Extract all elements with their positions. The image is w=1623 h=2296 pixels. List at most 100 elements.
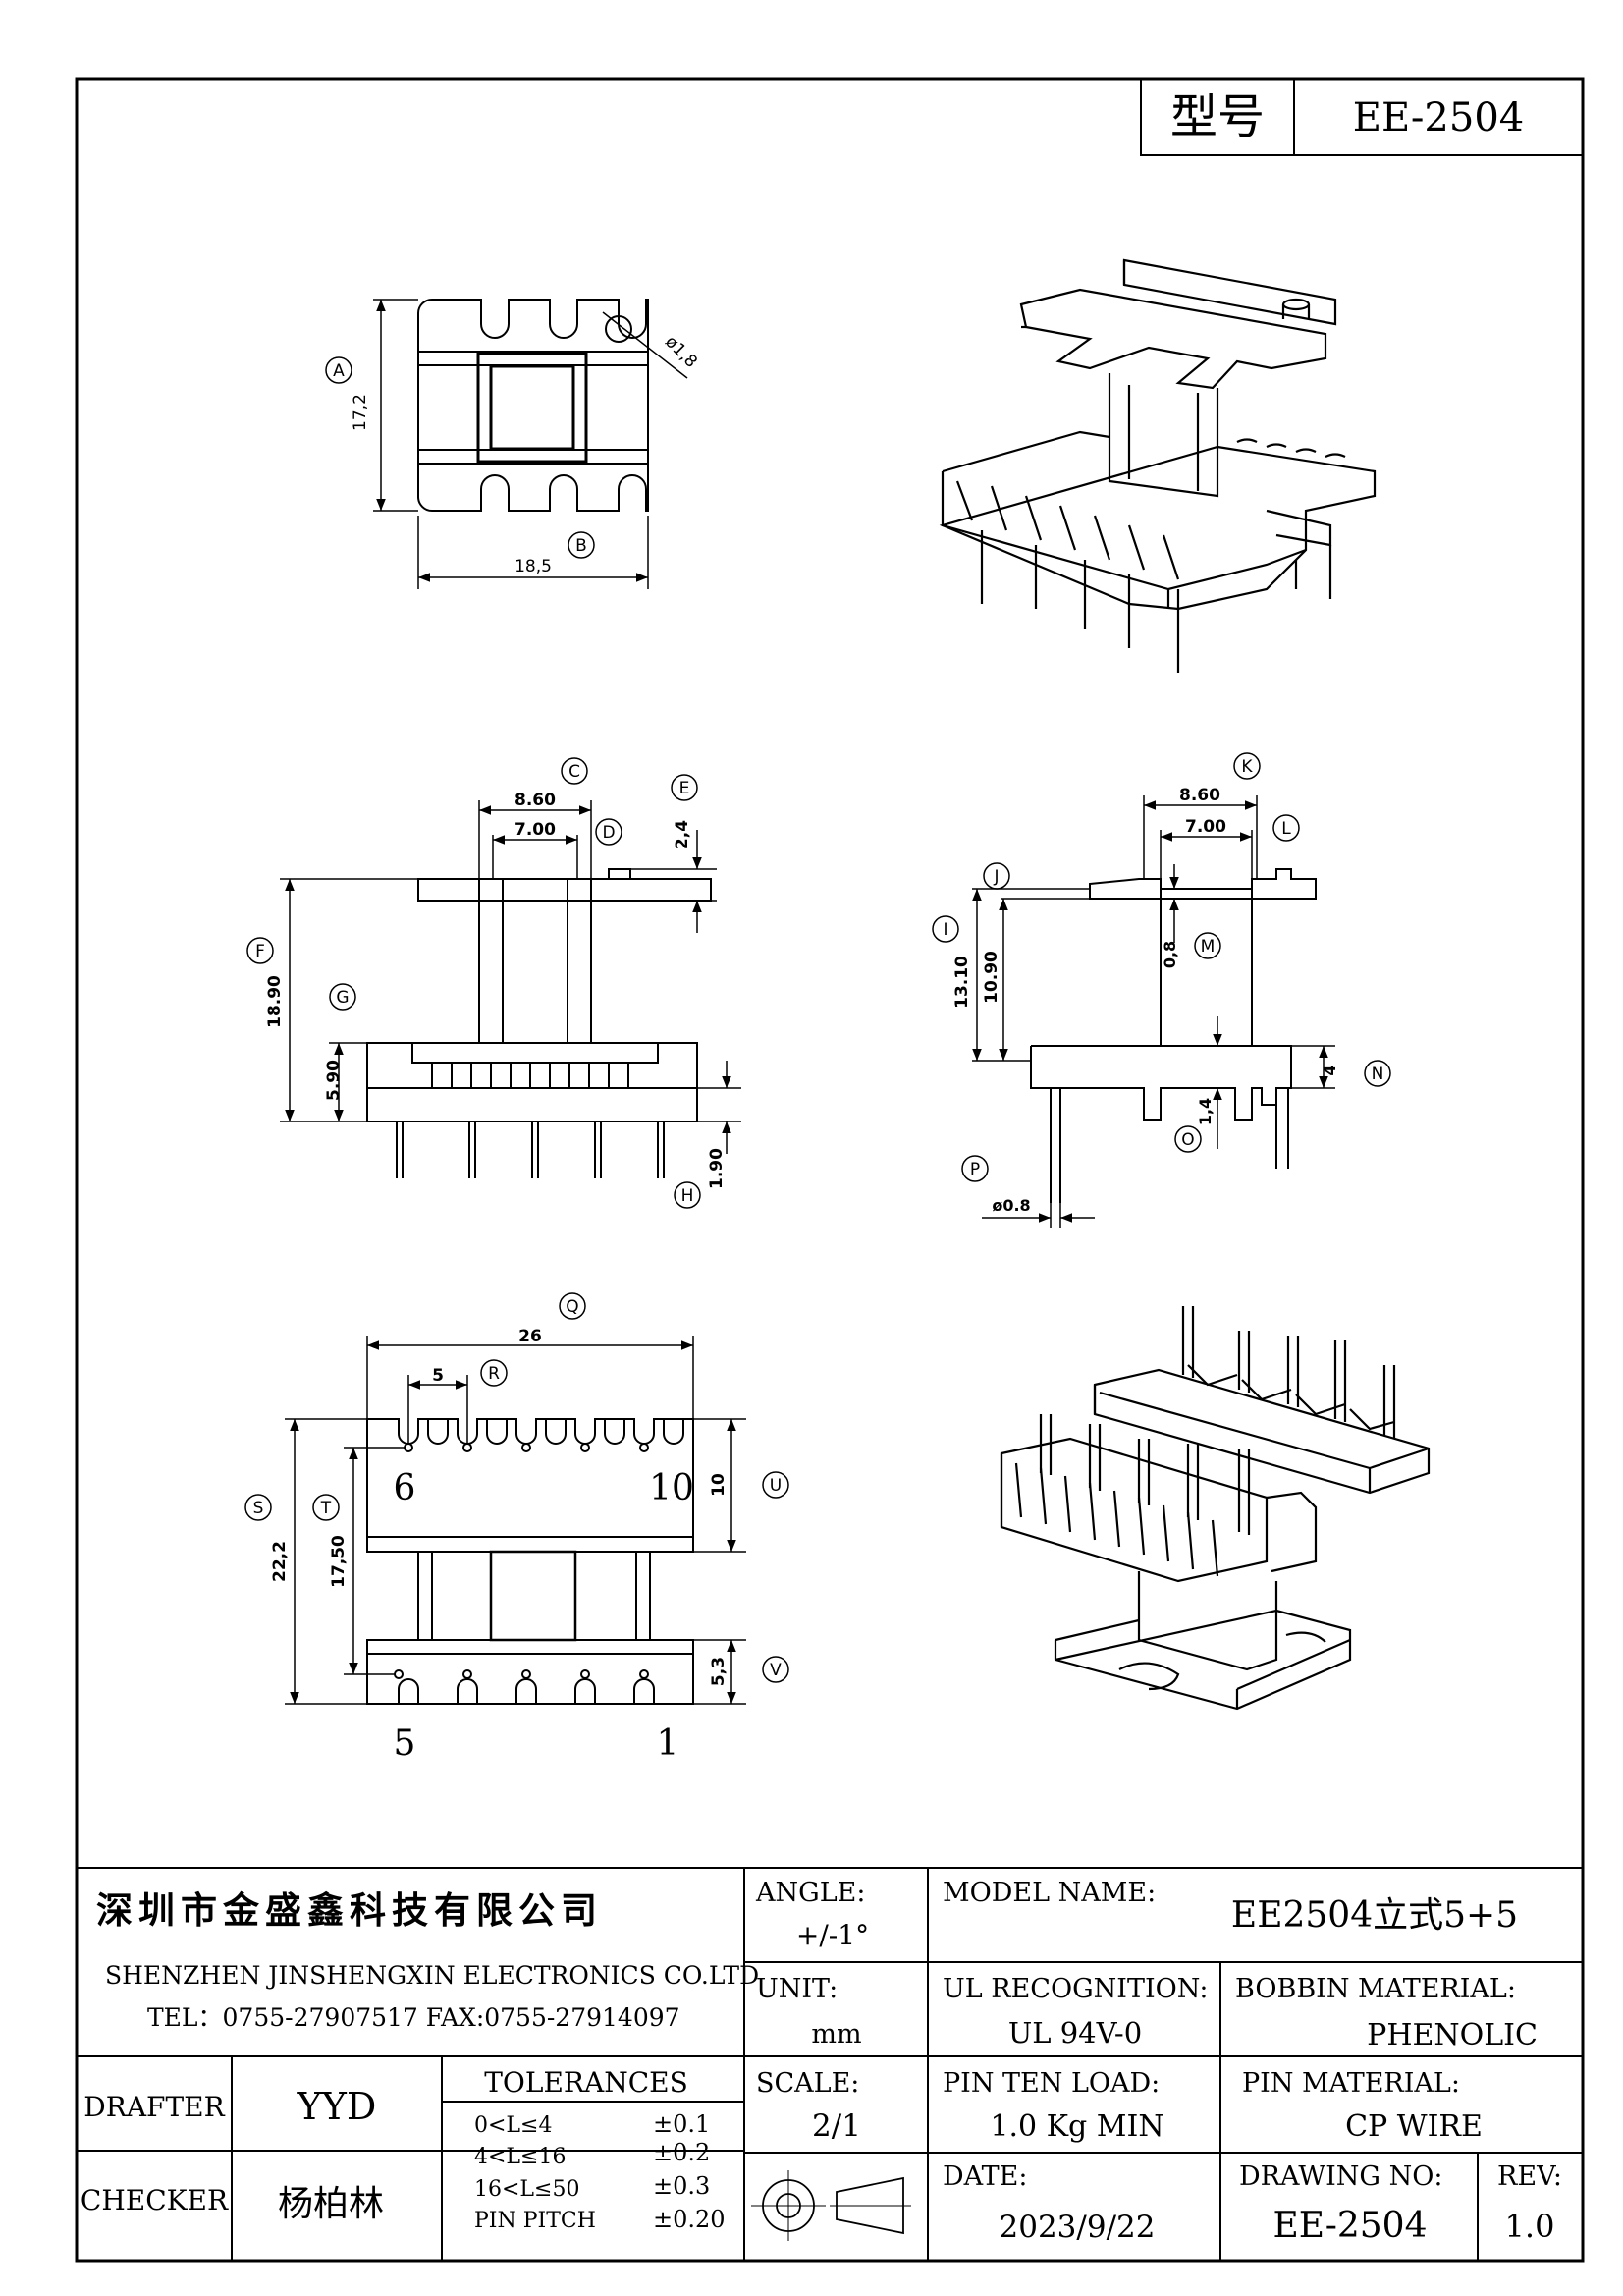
company-name-cn: 深圳市金盛鑫科技有限公司: [96, 1889, 603, 1932]
bobbin-material-value: PHENOLIC: [1367, 2018, 1538, 2052]
side-label-m: M: [1201, 937, 1216, 957]
bottom-label-u: U: [770, 1476, 782, 1496]
bottom-label-v: V: [770, 1661, 782, 1680]
pin-material-label: PIN MATERIAL:: [1242, 2068, 1460, 2099]
ul-label: UL RECOGNITION:: [943, 1974, 1209, 2004]
top-dim-a: 17,2: [351, 394, 370, 431]
tol-value-2: ±0.3: [653, 2172, 710, 2200]
side-label-k: K: [1241, 757, 1253, 777]
tol-range-0: 0<L≤4: [474, 2113, 552, 2138]
drawing-no-label: DRAWING NO:: [1239, 2161, 1442, 2192]
unit-label: UNIT:: [756, 1974, 838, 2004]
bottom-label-t: T: [320, 1499, 332, 1518]
side-dim-n: 4: [1321, 1065, 1339, 1075]
header-model-value: EE-2504: [1353, 95, 1524, 140]
checker-label: CHECKER: [81, 2184, 229, 2216]
tolerances-label: TOLERANCES: [484, 2066, 688, 2099]
bottom-label-q: Q: [566, 1297, 578, 1317]
angle-value: +/-1°: [796, 1919, 869, 1951]
header-model-label: 型号: [1170, 89, 1265, 144]
checker-value: 杨柏林: [278, 2184, 384, 2224]
bottom-dim-q: 26: [518, 1327, 542, 1346]
date-value: 2023/9/22: [1000, 2210, 1156, 2245]
side-dim-p: ø0.8: [992, 1196, 1030, 1215]
rev-value: 1.0: [1505, 2208, 1555, 2245]
scale-value: 2/1: [812, 2108, 861, 2144]
company-name-en: SHENZHEN JINSHENGXIN ELECTRONICS CO.LTD: [105, 1961, 759, 1990]
front-label-g: G: [336, 988, 349, 1008]
front-label-f: F: [255, 942, 265, 961]
bottom-dim-v: 5,3: [709, 1657, 729, 1686]
company-contact: TEL：0755-27907517 FAX:0755-27914097: [147, 2003, 680, 2032]
drafter-value: YYD: [297, 2085, 377, 2128]
front-label-c: C: [568, 762, 580, 782]
side-label-n: N: [1372, 1065, 1384, 1084]
top-label-b: B: [575, 536, 587, 556]
front-dim-c: 8.60: [514, 791, 556, 810]
side-dim-j: 10.90: [982, 951, 1001, 1004]
front-label-d: D: [602, 823, 615, 843]
tol-value-1: ±0.2: [653, 2139, 710, 2166]
side-dim-m: 0,8: [1161, 941, 1179, 968]
side-dim-o: 1,4: [1196, 1098, 1215, 1125]
side-dim-i: 13.10: [952, 956, 972, 1009]
tol-range-1: 4<L≤16: [474, 2145, 566, 2169]
side-dim-k-inner: 7.00: [1185, 817, 1226, 837]
side-label-i: I: [943, 920, 947, 940]
pin-load-value: 1.0 Kg MIN: [990, 2109, 1163, 2144]
front-view: [246, 757, 741, 1209]
bottom-dim-r: 5: [432, 1366, 444, 1386]
front-label-e: E: [679, 779, 690, 798]
bottom-label-s: S: [253, 1499, 264, 1518]
title-block-lines: [77, 1867, 1583, 2261]
pin-number-5: 5: [394, 1723, 416, 1764]
side-dim-k: 8.60: [1179, 786, 1220, 805]
pin-number-6: 6: [394, 1468, 416, 1508]
front-dim-h: 1.90: [707, 1148, 727, 1189]
side-label-p: P: [970, 1160, 980, 1179]
ul-value: UL 94V-0: [1008, 2016, 1142, 2050]
front-dim-g: 5.90: [324, 1060, 344, 1101]
top-dim-b: 18,5: [514, 557, 552, 576]
drawing-no-value: EE-2504: [1272, 2206, 1427, 2246]
pin-number-1: 1: [657, 1723, 679, 1764]
projection-symbol-icon: [751, 2170, 911, 2241]
title-block-text: 深圳市金盛鑫科技有限公司 SHENZHEN JINSHENGXIN ELECTR…: [81, 1878, 1562, 2246]
model-name-label: MODEL NAME:: [943, 1878, 1156, 1908]
bottom-label-r: R: [488, 1364, 500, 1384]
tol-range-3: PIN PITCH: [474, 2209, 596, 2233]
date-label: DATE:: [943, 2161, 1027, 2192]
side-label-j: J: [993, 867, 999, 887]
bottom-view: [244, 1292, 789, 1705]
angle-label: ANGLE:: [755, 1878, 865, 1908]
front-label-h: H: [681, 1186, 694, 1206]
side-label-o: O: [1181, 1130, 1194, 1150]
tol-value-3: ±0.20: [653, 2206, 726, 2233]
bottom-dim-u: 10: [709, 1473, 729, 1497]
pin-load-label: PIN TEN LOAD:: [943, 2068, 1160, 2099]
pin-number-10: 10: [649, 1468, 694, 1508]
top-view: [325, 299, 688, 589]
scale-label: SCALE:: [756, 2068, 859, 2099]
top-hole-dia: ø1,8: [661, 332, 701, 372]
rev-label: REV:: [1497, 2161, 1562, 2192]
bottom-dim-t: 17,50: [329, 1535, 349, 1588]
isometric-view-top: [939, 258, 1377, 673]
model-name-value: EE2504立式5+5: [1231, 1895, 1518, 1936]
side-view: [932, 752, 1391, 1228]
front-dim-c-inner: 7.00: [514, 820, 556, 840]
header-model-box: 型号 EE-2504: [1140, 78, 1584, 156]
front-dim-e: 2,4: [673, 820, 692, 849]
front-dim-f: 18.90: [265, 975, 285, 1028]
bobbin-material-label: BOBBIN MATERIAL:: [1235, 1974, 1516, 2004]
unit-value: mm: [811, 2019, 861, 2050]
tol-range-2: 16<L≤50: [474, 2177, 579, 2202]
bottom-dim-s: 22,2: [270, 1541, 290, 1582]
tol-value-0: ±0.1: [653, 2110, 710, 2138]
top-label-a: A: [333, 361, 345, 381]
isometric-view-bottom: [1000, 1306, 1431, 1711]
sheet-border: [75, 77, 1585, 2263]
pin-material-value: CP WIRE: [1345, 2109, 1483, 2144]
